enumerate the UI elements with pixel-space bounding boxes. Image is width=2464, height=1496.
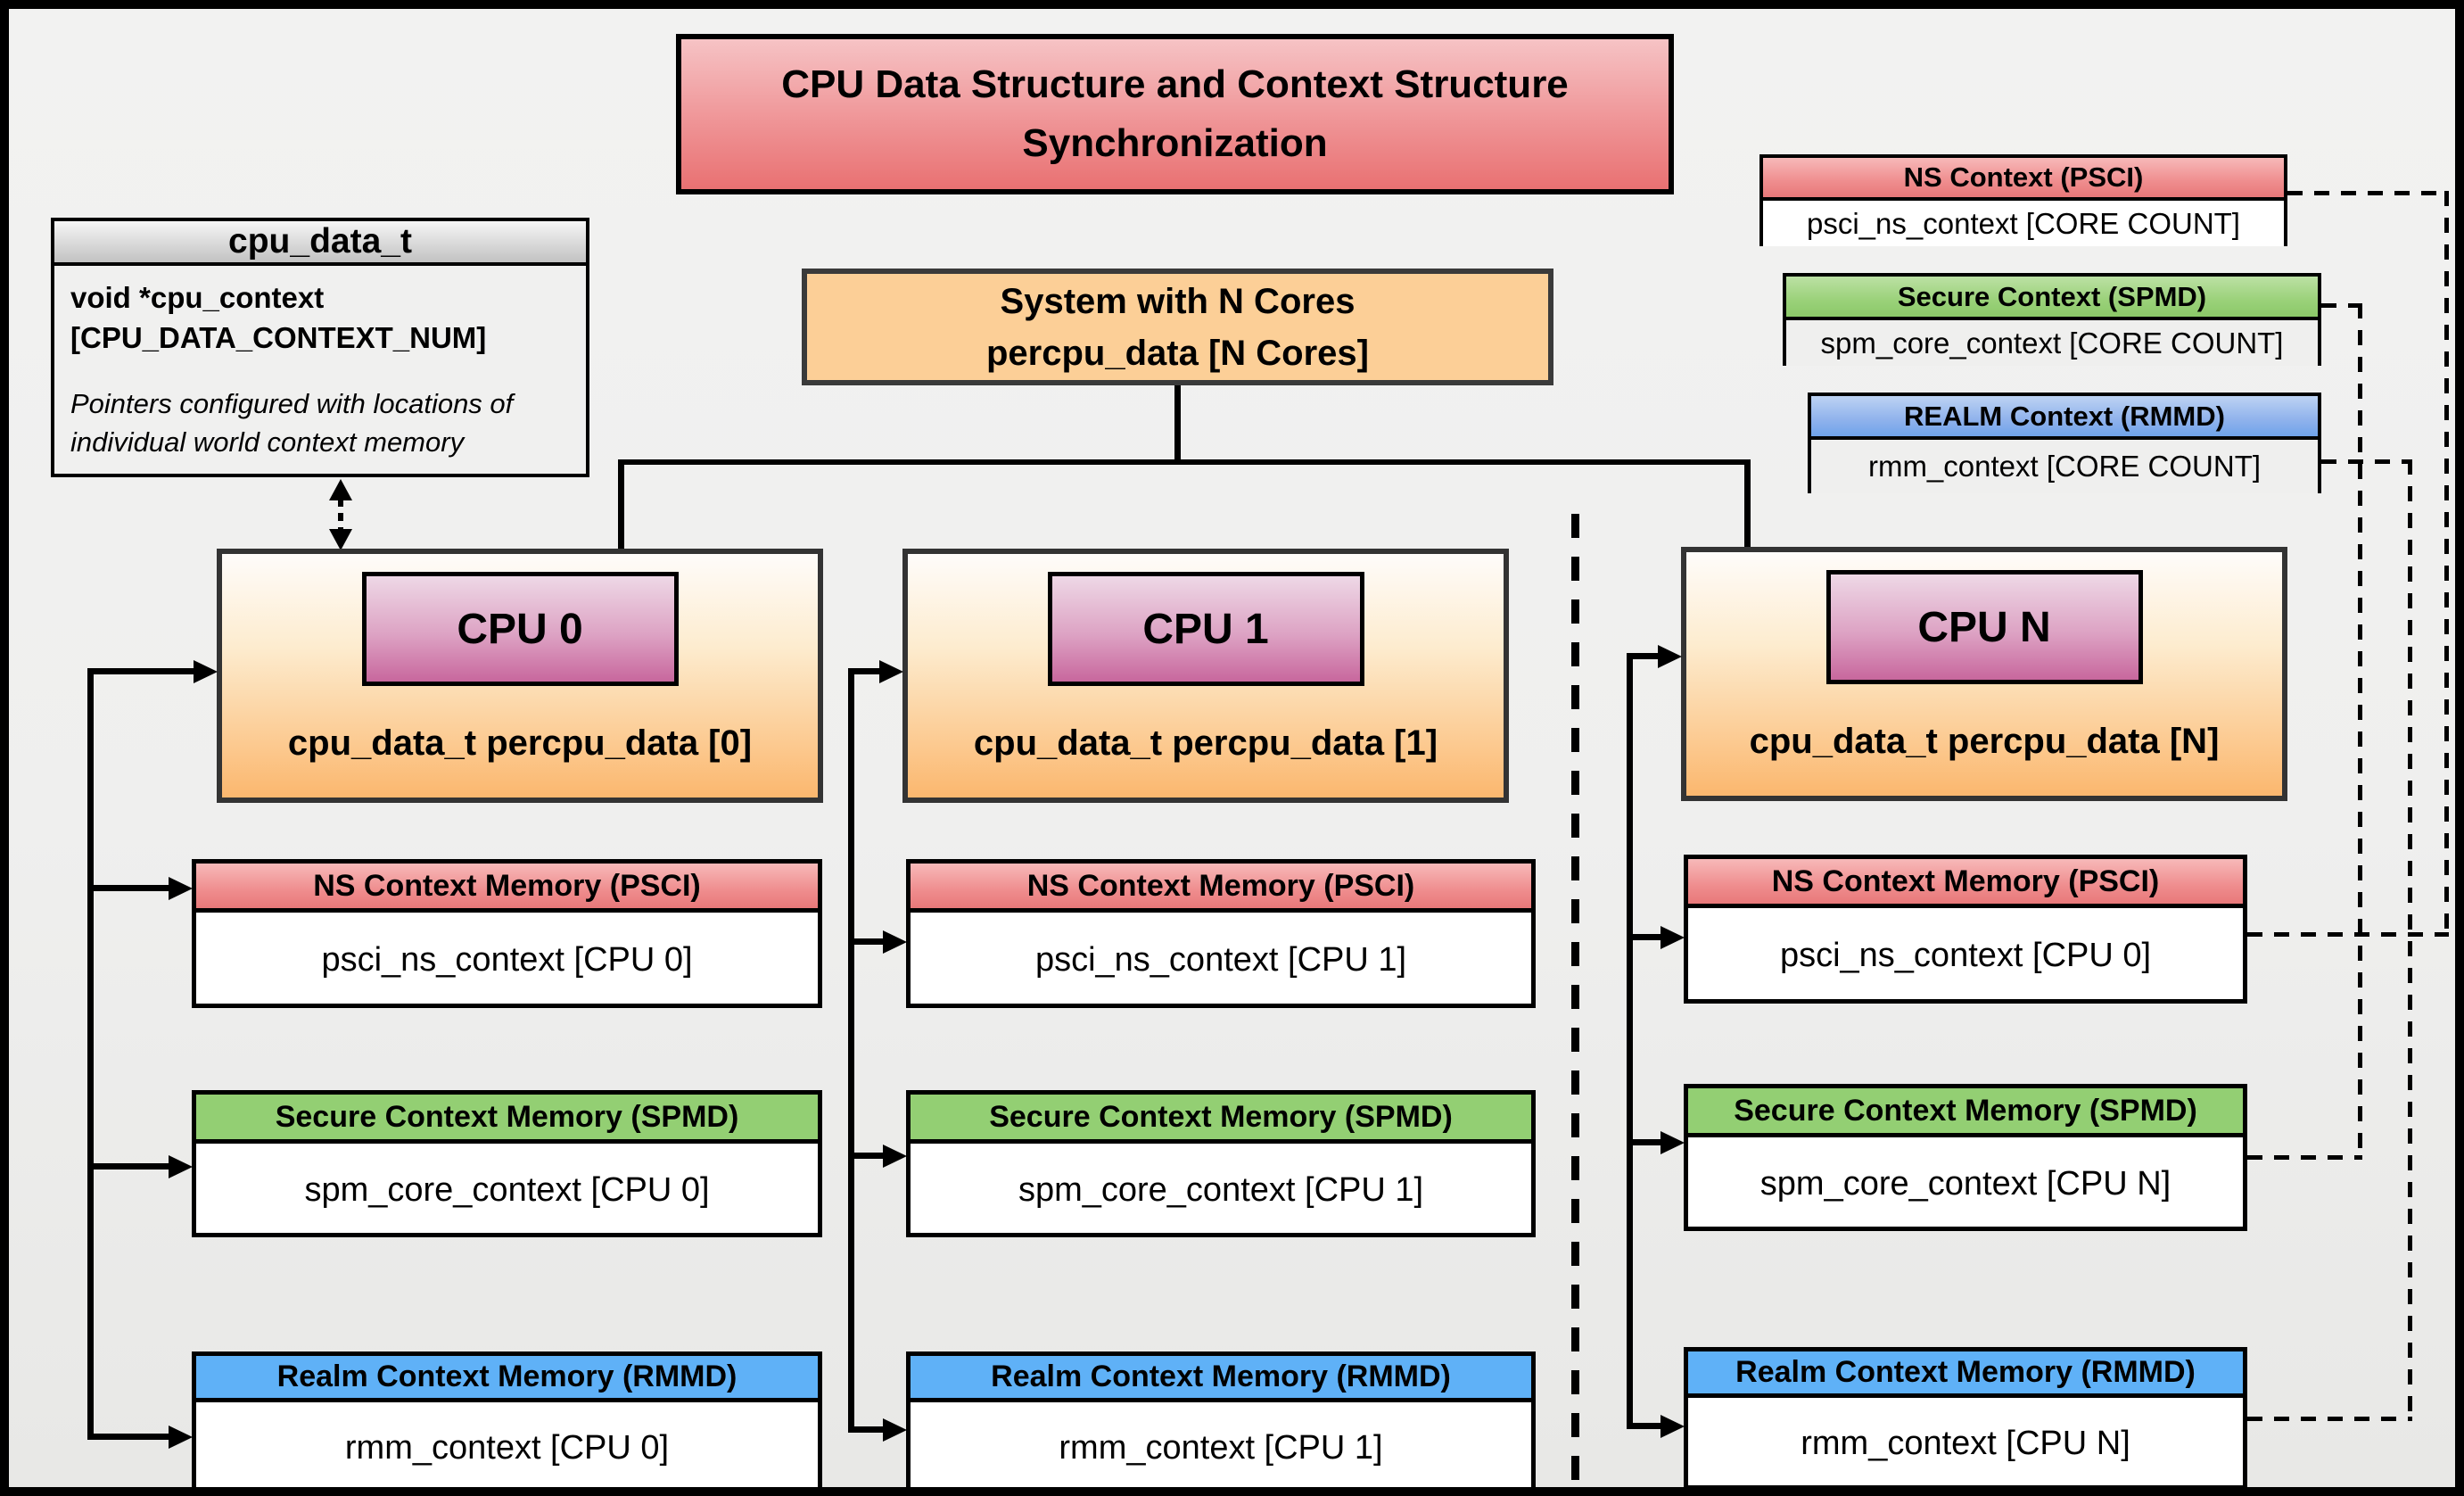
cpu0-arrow-line-cpu xyxy=(87,668,194,674)
cpu0-arrowhead-secure xyxy=(169,1155,193,1178)
system-box-line2: percpu_data [N Cores] xyxy=(986,333,1369,373)
cpu1-realm-context-box: Realm Context Memory (RMMD) rmm_context … xyxy=(906,1351,1536,1487)
cpuN-box: CPU N cpu_data_t percpu_data [N] xyxy=(1681,547,2287,801)
cpu0-ns-context-box: NS Context Memory (PSCI) psci_ns_context… xyxy=(192,859,822,1008)
cpu1-arrow-line-cpu xyxy=(848,668,880,674)
cpu0-secure-context-body: spm_core_context [CPU 0] xyxy=(304,1171,710,1209)
legend-ns-dash-h2 xyxy=(2247,932,2449,937)
cpu1-ns-context-body: psci_ns_context [CPU 1] xyxy=(1034,941,1407,979)
cpu1-box: CPU 1 cpu_data_t percpu_data [1] xyxy=(902,549,1509,803)
legend-realm-dash-h2 xyxy=(2247,1417,2412,1421)
cpuN-arrow-line-realm xyxy=(1627,1423,1661,1429)
double-arrow-down-icon xyxy=(329,529,352,550)
legend-realm-dash-v xyxy=(2408,459,2412,1421)
cpu1-ns-context-box: NS Context Memory (PSCI) psci_ns_context… xyxy=(906,859,1536,1008)
cpu1-secure-context-body: spm_core_context [CPU 1] xyxy=(1018,1171,1424,1209)
system-box: System with N Cores percpu_data [N Cores… xyxy=(802,269,1553,385)
cpu1-realm-context-body: rmm_context [CPU 1] xyxy=(1059,1429,1383,1467)
cpu0-ns-context-header: NS Context Memory (PSCI) xyxy=(196,864,818,913)
system-stem-line xyxy=(1174,385,1181,465)
cpu-data-t-body: void *cpu_context [CPU_DATA_CONTEXT_NUM]… xyxy=(54,266,586,462)
cpuN-arrow-line-cpu xyxy=(1627,653,1659,659)
cpu1-label: CPU 1 xyxy=(1047,572,1364,686)
cpuN-realm-context-header: Realm Context Memory (RMMD) xyxy=(1688,1351,2243,1398)
cpu1-pointer-trunk-line xyxy=(848,668,854,1432)
cpuN-label: CPU N xyxy=(1825,570,2143,684)
cpu0-data-label: cpu_data_t percpu_data [0] xyxy=(287,723,753,763)
diagram-title: CPU Data Structure and Context Structure… xyxy=(676,34,1674,194)
double-arrow-dashed-line xyxy=(338,499,343,531)
cpu1-arrow-line-ns xyxy=(848,938,884,945)
cpuN-secure-context-header: Secure Context Memory (SPMD) xyxy=(1688,1088,2243,1137)
cpu0-arrow-line-realm xyxy=(87,1434,169,1440)
system-box-line1: System with N Cores xyxy=(1000,281,1356,321)
cpu1-ns-context-header: NS Context Memory (PSCI) xyxy=(911,864,1531,913)
legend-secure-dash-h1 xyxy=(2321,303,2362,308)
cpu1-data-label: cpu_data_t percpu_data [1] xyxy=(973,723,1438,763)
cpu1-arrow-line-realm xyxy=(848,1426,884,1433)
cpu0-ns-context-body: psci_ns_context [CPU 0] xyxy=(321,941,693,979)
cpu0-secure-context-box: Secure Context Memory (SPMD) spm_core_co… xyxy=(192,1090,822,1237)
legend-secure-body: spm_core_context [CORE COUNT] xyxy=(1786,320,2318,366)
legend-secure-box: Secure Context (SPMD) spm_core_context [… xyxy=(1783,273,2321,366)
branch-drop-cpuN-line xyxy=(1744,459,1751,549)
cpu1-realm-context-header: Realm Context Memory (RMMD) xyxy=(911,1356,1531,1402)
legend-ns-dash-v xyxy=(2444,191,2449,937)
column-divider-dashed-line xyxy=(1571,514,1579,1487)
cpu0-realm-context-box: Realm Context Memory (RMMD) rmm_context … xyxy=(192,1351,822,1487)
cpu0-realm-context-body: rmm_context [CPU 0] xyxy=(344,1429,670,1467)
legend-secure-header: Secure Context (SPMD) xyxy=(1786,277,2318,320)
cpuN-realm-context-body: rmm_context [CPU N] xyxy=(1801,1425,2130,1462)
cpuN-arrow-line-ns xyxy=(1627,934,1661,940)
diagram-title-text: CPU Data Structure and Context Structure… xyxy=(781,62,1569,165)
cpuN-ns-context-box: NS Context Memory (PSCI) psci_ns_context… xyxy=(1684,855,2247,1004)
cpu1-secure-context-header: Secure Context Memory (SPMD) xyxy=(911,1095,1531,1144)
cpu1-arrow-line-secure xyxy=(848,1153,884,1159)
cpu-data-t-header: cpu_data_t xyxy=(54,221,586,266)
cpuN-secure-context-box: Secure Context Memory (SPMD) spm_core_co… xyxy=(1684,1084,2247,1231)
legend-realm-body: rmm_context [CORE COUNT] xyxy=(1811,440,2318,493)
cpu0-realm-context-header: Realm Context Memory (RMMD) xyxy=(196,1356,818,1402)
cpu0-label: CPU 0 xyxy=(361,572,679,686)
cpuN-pointer-trunk-line xyxy=(1627,653,1633,1428)
cpuN-arrowhead-cpu xyxy=(1658,645,1682,668)
legend-ns-box: NS Context (PSCI) psci_ns_context [CORE … xyxy=(1759,154,2287,246)
cpu1-secure-context-box: Secure Context Memory (SPMD) spm_core_co… xyxy=(906,1090,1536,1237)
cpu-context-field: void *cpu_context [CPU_DATA_CONTEXT_NUM] xyxy=(70,281,487,354)
cpuN-realm-context-box: Realm Context Memory (RMMD) rmm_context … xyxy=(1684,1347,2247,1487)
system-branch-line xyxy=(618,459,1751,465)
cpu0-arrow-line-secure xyxy=(87,1163,169,1170)
cpuN-arrowhead-ns xyxy=(1661,926,1685,949)
legend-realm-header: REALM Context (RMMD) xyxy=(1811,396,2318,440)
cpu0-arrowhead-realm xyxy=(169,1426,193,1449)
legend-secure-dash-v xyxy=(2358,303,2362,1160)
cpuN-arrowhead-realm xyxy=(1661,1415,1685,1438)
cpu-data-t-box: cpu_data_t void *cpu_context [CPU_DATA_C… xyxy=(51,218,589,477)
cpu-context-note: Pointers configured with locations of in… xyxy=(70,388,514,459)
cpu1-arrowhead-realm xyxy=(883,1418,907,1442)
cpu0-arrowhead-cpu xyxy=(194,660,218,683)
legend-realm-dash-h1 xyxy=(2321,459,2412,464)
cpu0-arrow-line-ns xyxy=(87,885,169,891)
cpuN-arrow-line-secure xyxy=(1627,1139,1661,1145)
double-arrow-up-icon xyxy=(329,479,352,500)
cpuN-secure-context-body: spm_core_context [CPU N] xyxy=(1759,1165,2171,1203)
legend-secure-dash-h2 xyxy=(2247,1155,2362,1160)
cpuN-data-label: cpu_data_t percpu_data [N] xyxy=(1749,722,2220,761)
cpu1-arrowhead-secure xyxy=(883,1145,907,1168)
cpu0-arrowhead-ns xyxy=(169,877,193,900)
cpuN-ns-context-header: NS Context Memory (PSCI) xyxy=(1688,859,2243,908)
legend-ns-header: NS Context (PSCI) xyxy=(1763,158,2284,201)
branch-drop-cpu0-line xyxy=(618,459,624,549)
cpu1-arrowhead-cpu xyxy=(879,660,903,683)
legend-ns-body: psci_ns_context [CORE COUNT] xyxy=(1763,201,2284,246)
cpu0-secure-context-header: Secure Context Memory (SPMD) xyxy=(196,1095,818,1144)
cpuN-arrowhead-secure xyxy=(1661,1131,1685,1154)
cpu0-box: CPU 0 cpu_data_t percpu_data [0] xyxy=(217,549,823,803)
cpu0-pointer-trunk-line xyxy=(87,668,94,1439)
legend-realm-box: REALM Context (RMMD) rmm_context [CORE C… xyxy=(1808,393,2321,493)
cpu1-arrowhead-ns xyxy=(883,930,907,954)
cpuN-ns-context-body: psci_ns_context [CPU 0] xyxy=(1779,937,2152,974)
legend-ns-dash-h1 xyxy=(2287,191,2449,195)
